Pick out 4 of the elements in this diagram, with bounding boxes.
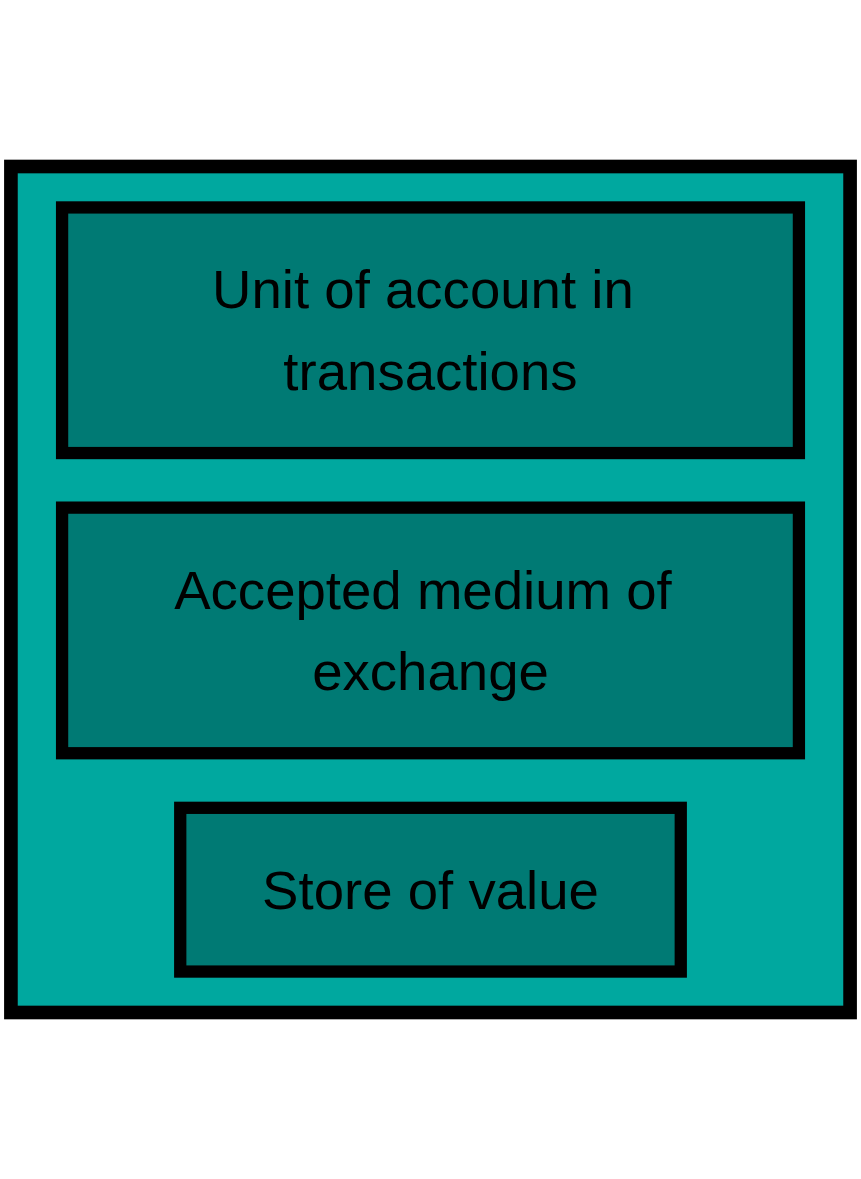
node-box: Accepted medium of exchange xyxy=(55,501,806,760)
cluster xyxy=(4,159,857,1020)
node-box: Unit of account in transactions xyxy=(55,201,806,460)
node-box: Store of value xyxy=(174,801,687,978)
